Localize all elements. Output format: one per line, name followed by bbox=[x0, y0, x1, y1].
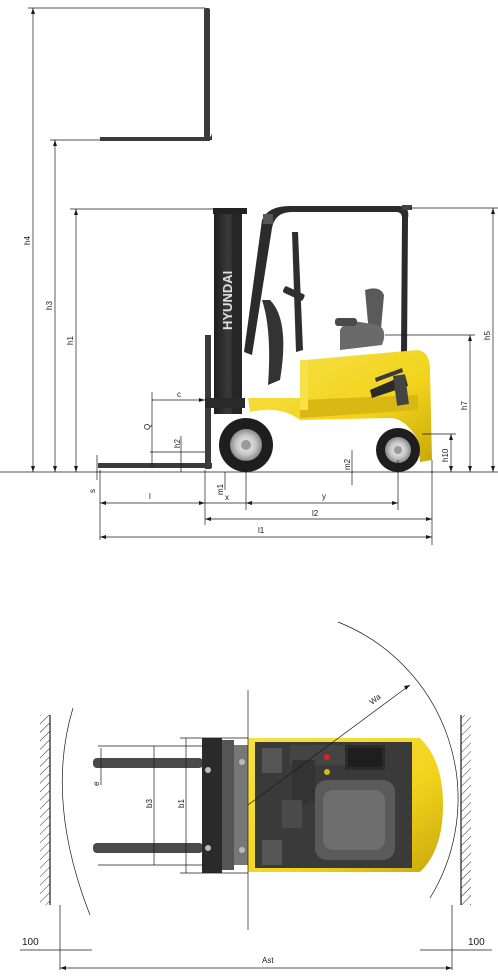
dim-y: y bbox=[322, 492, 326, 501]
dim-b3: b3 bbox=[145, 799, 154, 808]
dim-ast: Ast bbox=[262, 956, 274, 965]
dim-l1: l1 bbox=[258, 526, 265, 535]
rear-wheel bbox=[376, 428, 420, 472]
dim-h3: h3 bbox=[45, 301, 54, 310]
dim-h2: h2 bbox=[173, 439, 182, 448]
dim-h10: h10 bbox=[441, 448, 450, 462]
dim-l2: l2 bbox=[312, 509, 319, 518]
front-wheel bbox=[219, 418, 273, 472]
steering-column bbox=[262, 232, 305, 385]
dim-l: l bbox=[149, 492, 151, 501]
raised-fork bbox=[100, 8, 212, 141]
fork-carriage bbox=[202, 738, 248, 873]
left-wall bbox=[40, 715, 51, 905]
dim-s: s bbox=[88, 489, 97, 493]
top-forks bbox=[93, 758, 203, 853]
lowered-fork bbox=[98, 335, 212, 469]
dim-e: e bbox=[92, 781, 101, 786]
mast: HYUNDAI bbox=[205, 208, 247, 414]
top-view: Wa b1 b3 e 100 100 Ast bbox=[20, 621, 492, 970]
dim-h5: h5 bbox=[483, 331, 492, 340]
dim-c: c bbox=[177, 390, 181, 399]
dim-b1: b1 bbox=[177, 799, 186, 808]
dim-q: Q bbox=[143, 424, 152, 430]
dim-h1: h1 bbox=[66, 336, 75, 345]
seat bbox=[335, 288, 385, 350]
truck-body bbox=[248, 350, 432, 462]
dim-h4: h4 bbox=[23, 236, 32, 245]
overhead-guard bbox=[244, 205, 412, 355]
dim-wa: Wa bbox=[368, 692, 383, 707]
dim-x: x bbox=[225, 493, 229, 502]
right-wall bbox=[460, 715, 471, 905]
dim-m1: m1 bbox=[216, 483, 225, 495]
steering-top bbox=[282, 760, 315, 828]
seat-top bbox=[315, 780, 395, 860]
dim-h7: h7 bbox=[460, 401, 469, 410]
side-view: HYUNDAI bbox=[0, 7, 498, 545]
dim-clearance-left: 100 bbox=[22, 937, 39, 948]
mast-brand-text: HYUNDAI bbox=[220, 271, 235, 330]
dim-clearance-right: 100 bbox=[468, 937, 485, 948]
dim-m2: m2 bbox=[343, 458, 352, 470]
